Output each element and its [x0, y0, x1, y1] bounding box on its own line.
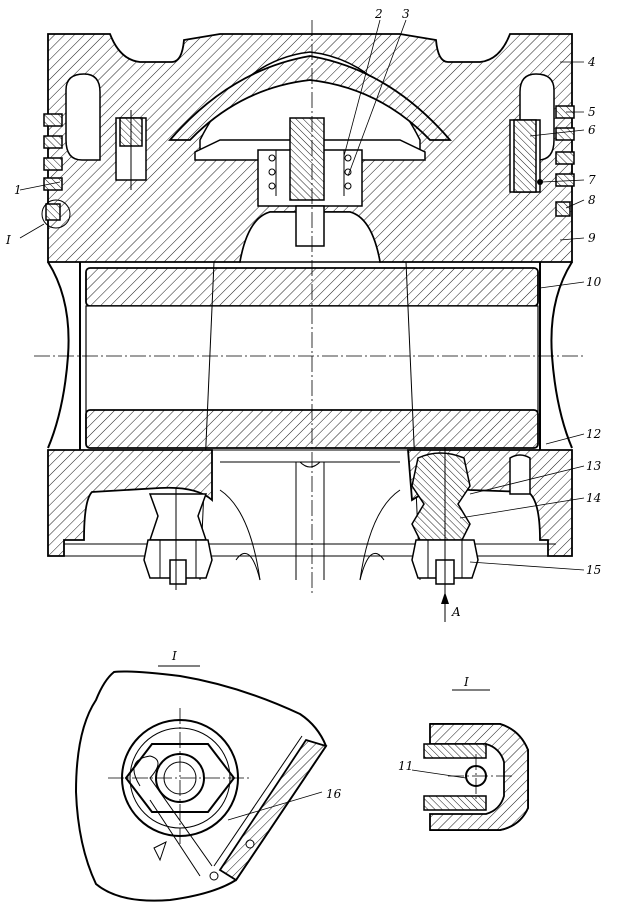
- callout-7: 7: [588, 173, 596, 187]
- callout-12: 12: [586, 427, 601, 441]
- callout-labels: 1 2 3 4 5 6 7 8 9 10 12 13 14 15: [14, 7, 602, 577]
- view-arrow-label: A: [451, 605, 461, 619]
- detail-left-title: I: [171, 649, 177, 663]
- callout-15: 15: [586, 563, 601, 577]
- view-arrow-a: A: [441, 592, 461, 622]
- callout-10: 10: [586, 275, 602, 289]
- skirt-bolt-right: [411, 448, 479, 596]
- crown-stud-right: [509, 119, 543, 193]
- callout-8: 8: [588, 193, 596, 207]
- callout-2: 2: [374, 7, 383, 21]
- callout-16: 16: [326, 787, 342, 801]
- skirt-bolt-left: [143, 488, 213, 590]
- piston-skirt-base: [47, 449, 573, 581]
- callout-6: 6: [588, 123, 596, 137]
- detail-right-title: I: [463, 675, 469, 689]
- callout-14: 14: [586, 491, 601, 505]
- detail-view-left: I 16: [74, 649, 342, 902]
- detail-marker-label: I: [5, 233, 11, 247]
- callout-5: 5: [588, 105, 596, 119]
- piston-pin: [79, 262, 541, 452]
- callout-leaders: [19, 19, 585, 571]
- piston-rings-right: [555, 105, 575, 217]
- detail-view-right: I 11: [398, 675, 529, 831]
- callout-4: 4: [587, 55, 596, 69]
- callout-9: 9: [588, 231, 596, 245]
- crown-stud-left: [115, 110, 147, 190]
- central-valve-spring: [257, 117, 363, 247]
- callout-3: 3: [402, 7, 410, 21]
- callout-13: 13: [586, 459, 602, 473]
- detail-marker-circle: I: [5, 199, 71, 247]
- callout-11: 11: [398, 759, 413, 773]
- piston-rings-left: [43, 113, 63, 221]
- callout-1: 1: [14, 183, 22, 197]
- axis-lines: [34, 20, 586, 594]
